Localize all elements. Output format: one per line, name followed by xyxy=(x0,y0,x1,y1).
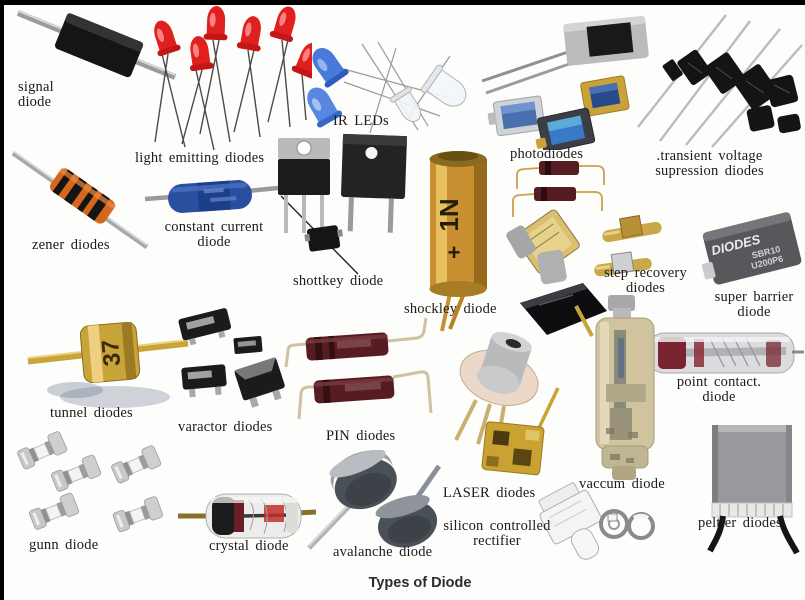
point-contact-diode-label: point contact. diode xyxy=(676,374,762,406)
shockley-part-marking: 1N xyxy=(434,198,464,231)
zener-diodes-label: zener diodes xyxy=(32,237,110,253)
vacuum-diode-photo xyxy=(574,295,655,480)
constant-current-diode-label: constant current diode xyxy=(164,219,264,251)
vacuum-diode-label: vaccum diode xyxy=(579,476,665,492)
step-recovery-diodes-photo xyxy=(506,161,662,285)
tunnel-diodes-label: tunnel diodes xyxy=(50,405,133,421)
shockley-polarity-marking: + xyxy=(448,240,461,265)
avalanche-diode-label: avalanche diode xyxy=(333,544,433,560)
ir-leds-label: IR LEDs xyxy=(333,113,389,129)
scr-photo xyxy=(538,482,655,560)
light-emitting-diodes-photo xyxy=(148,3,312,151)
gunn-diode-photo xyxy=(15,430,164,534)
signal-diode-photo xyxy=(16,10,177,80)
pin-diodes-label: PIN diodes xyxy=(326,428,396,444)
photodiodes-photo xyxy=(481,16,649,150)
constant-current-diode-photo xyxy=(144,180,279,213)
ir-leds-photo xyxy=(307,41,467,134)
zener-diodes-photo xyxy=(11,150,149,250)
pin-diodes-photo xyxy=(284,317,433,420)
varactor-diodes-photo xyxy=(178,308,285,408)
page-title: Types of Diode xyxy=(368,575,472,591)
crystal-diode-label: crystal diode xyxy=(209,538,289,554)
step-recovery-diodes-label: step recovery diodes xyxy=(604,265,687,297)
varactor-diodes-label: varactor diodes xyxy=(178,419,273,435)
photodiodes-label: photodiodes xyxy=(510,146,584,162)
black-component-photo xyxy=(520,283,607,335)
tvs-diodes-label: .transient voltage supression diodes xyxy=(655,148,764,180)
avalanche-diode-photo xyxy=(307,450,442,550)
top-border xyxy=(0,0,805,5)
left-border xyxy=(0,0,4,600)
laser-diodes-label: LASER diodes xyxy=(443,485,536,501)
schottky-diode-photo xyxy=(278,133,408,275)
point-contact-diode-photo xyxy=(604,332,804,374)
light-emitting-diodes-label: light emitting diodes xyxy=(135,150,265,166)
peltier-diodes-photo xyxy=(707,425,800,555)
crystal-diode-photo xyxy=(178,493,317,539)
schottky-diode-label: shottkey diode xyxy=(293,273,384,289)
super-barrier-diode-label: super barrier diode xyxy=(714,289,794,321)
shockley-diode-photo: 1N + xyxy=(429,151,487,332)
shockley-diode-label: shockley diode xyxy=(404,301,497,317)
tunnel-diodes-photo: 37 xyxy=(27,321,189,408)
signal-diode-label: signal diode xyxy=(18,79,54,111)
peltier-diodes-label: peltier diodes xyxy=(698,515,782,531)
laser-diodes-photo xyxy=(454,332,560,476)
gunn-diode-label: gunn diode xyxy=(29,537,99,553)
tvs-diodes-photo xyxy=(637,14,803,148)
super-barrier-diode-photo: DIODES SBR10 U200P6 xyxy=(701,212,802,285)
tunnel-part-marking: 37 xyxy=(97,338,126,367)
scr-label: silicon controlled rectifier xyxy=(443,518,551,550)
